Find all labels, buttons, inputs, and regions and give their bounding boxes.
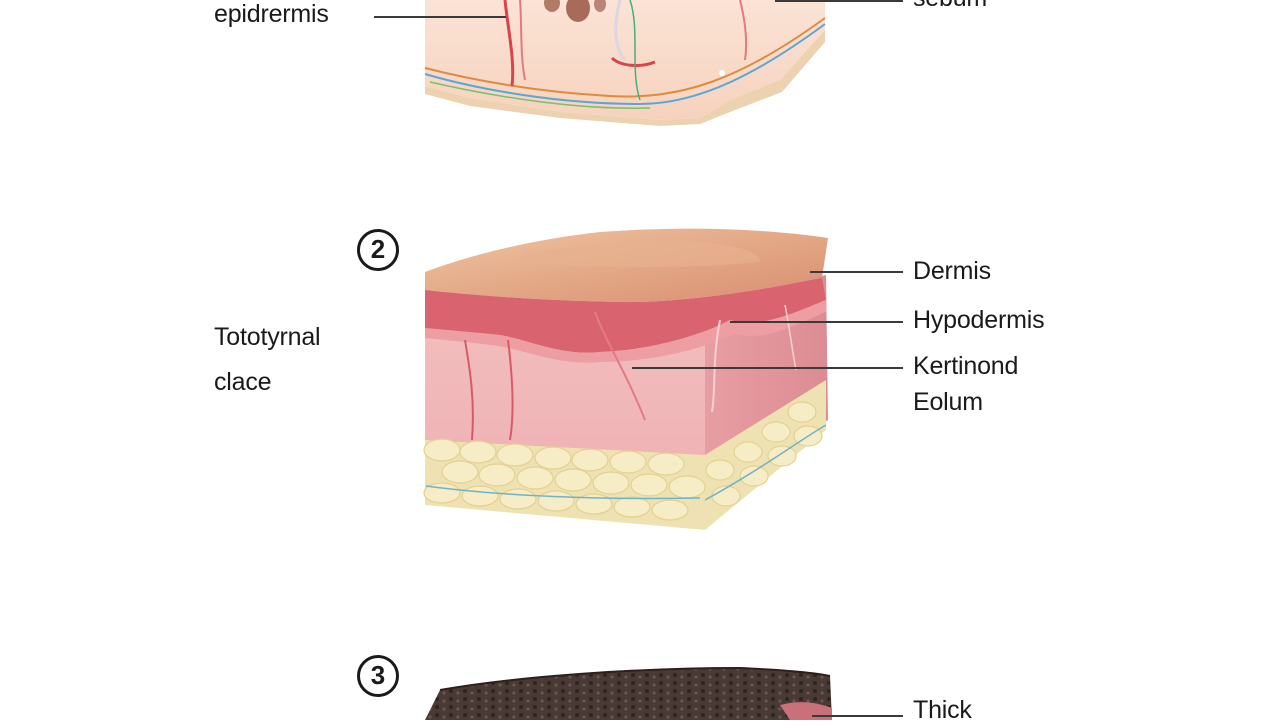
sebum-label: sebum	[913, 0, 987, 16]
keratin-label: Kertinond Eolum	[913, 352, 1019, 417]
leader-line-thick	[812, 715, 903, 717]
panel1-illustration	[424, 0, 826, 126]
leader-line-hypodermis	[730, 321, 903, 323]
leader-line-dermis	[810, 271, 903, 273]
panel3-illustration	[425, 666, 832, 720]
dermis-label: Dermis	[913, 257, 991, 285]
thick-label: Thick	[913, 696, 972, 724]
panel-number-3-badge: 3	[357, 655, 399, 697]
leader-line-keratin	[632, 367, 903, 369]
epidermis-label: epidrermis	[214, 0, 329, 28]
panel-number-2-badge: 2	[357, 229, 399, 271]
left-callout-label: Tototyrnal clace	[214, 323, 321, 396]
leader-line-sebum	[775, 0, 903, 2]
leader-line-epidermis	[374, 16, 506, 18]
panel2-illustration	[423, 228, 828, 530]
hypodermis-label: Hypodermis	[913, 306, 1045, 334]
